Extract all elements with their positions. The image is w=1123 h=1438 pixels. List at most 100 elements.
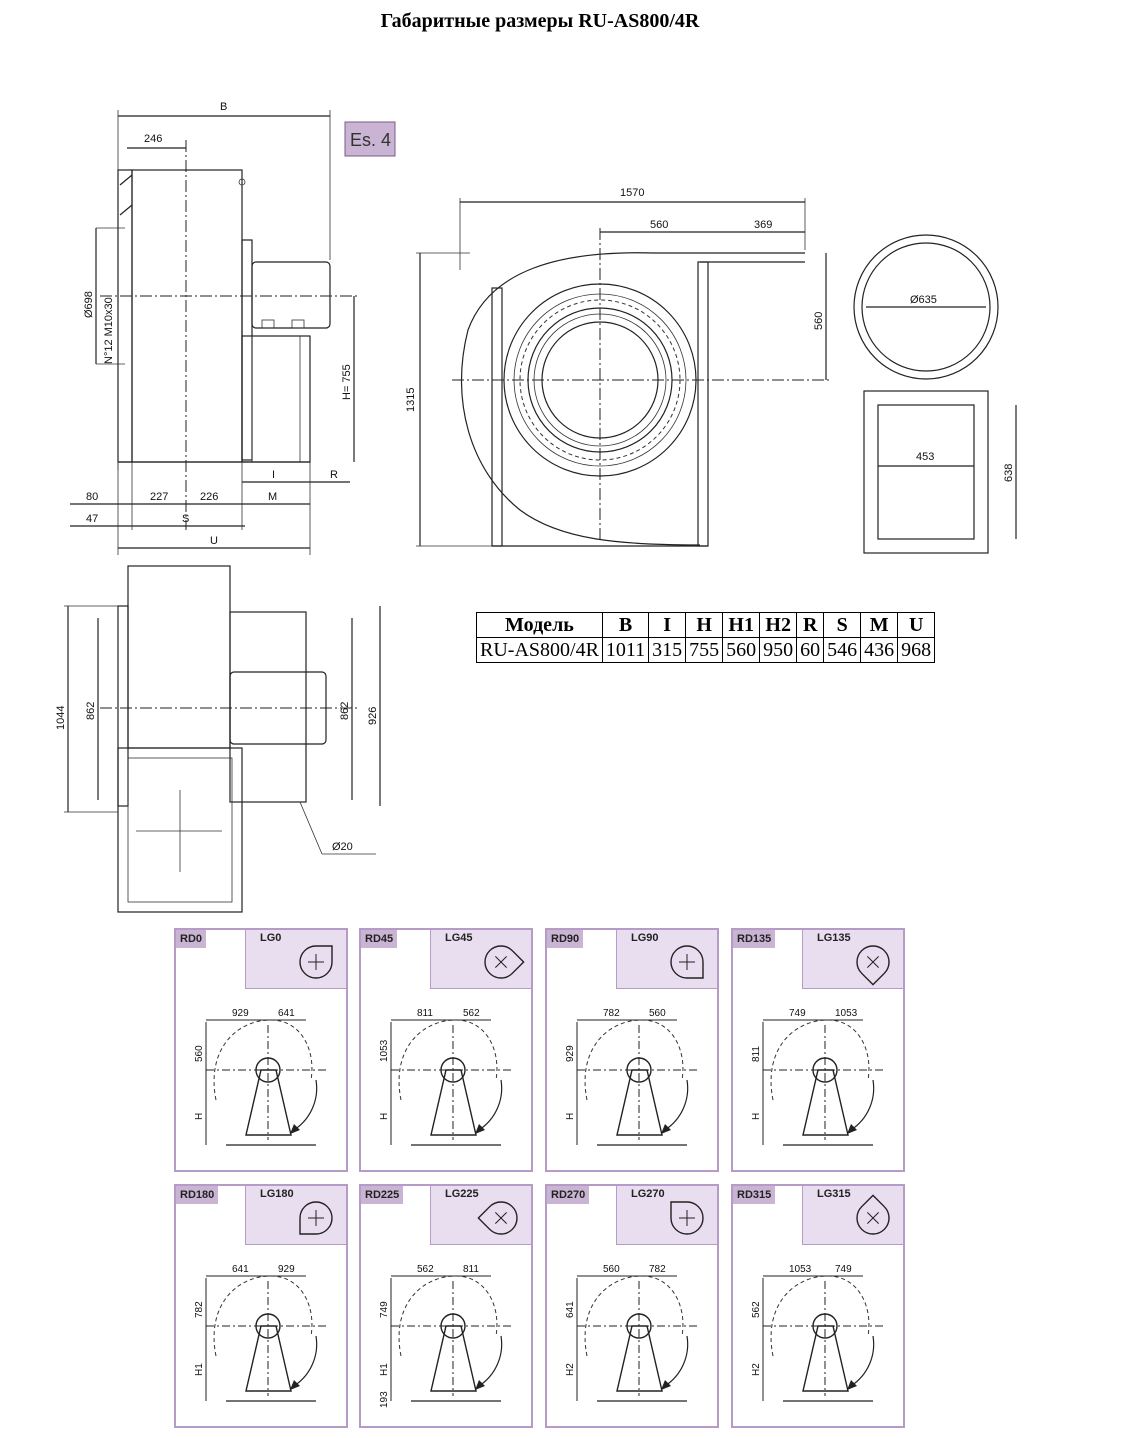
dim-horizontal-b: 929 [278,1264,295,1275]
orientation-lg-label: LG225 [445,1188,479,1200]
rotation-icon [856,945,890,986]
dim-635: Ø635 [910,294,937,306]
dim-vertical-2: H [751,1113,762,1120]
col-u: U [897,612,936,638]
cell-model: RU-AS800/4R [476,637,603,663]
rotation-icon [856,1194,890,1235]
fan-diagram [205,1019,326,1146]
cell-m: 436 [860,637,899,663]
orientation-lg-label: LG135 [817,932,851,944]
col-model: Модель [476,612,603,638]
dim-926: 926 [367,707,379,725]
dim-vertical-1: 811 [751,1046,762,1062]
orientation-lg-box: LG315 [802,1186,903,1245]
rect-flange: 453 638 [863,390,1017,554]
rotation-icon [670,945,704,979]
dim-698: Ø698 [83,291,95,318]
dim-vertical-2: H [194,1113,205,1120]
dim-horizontal-a: 560 [603,1264,620,1275]
dim-horizontal-b: 749 [835,1264,852,1275]
orientation-lg-box: LG90 [616,930,717,989]
orientation-lg-label: LG315 [817,1188,851,1200]
fan-diagram [390,1275,511,1402]
dim-vertical-2: H1 [379,1363,390,1376]
orientation-lg-box: LG135 [802,930,903,989]
orientation-rd-label: RD315 [733,1186,776,1204]
dim-u: U [210,535,218,547]
orientation-lg-box: LG0 [245,930,346,989]
es-label: Es. 4 [350,130,391,150]
fan-diagram [762,1275,883,1402]
dim-vertical-1: 562 [751,1301,762,1318]
dim-246: 246 [144,133,162,145]
col-m: M [860,612,899,638]
dim-horizontal-b: 641 [278,1008,295,1019]
dim-453: 453 [916,451,934,463]
dim-horizontal-a: 929 [232,1008,249,1019]
orientation-rd-label: RD270 [547,1186,590,1204]
dim-b: B [220,101,227,113]
front-view: 1570 560 369 560 1315 [405,187,830,547]
orientation-lg-label: LG180 [260,1188,294,1200]
col-r: R [796,612,825,638]
fan-diagram [390,1019,511,1146]
rotation-icon [299,945,333,979]
col-h: H [685,612,724,638]
dim-369: 369 [754,219,772,231]
dim-horizontal-a: 811 [417,1008,433,1019]
dim-47: 47 [86,513,98,525]
rotation-icon [299,1201,333,1235]
cell-h2: 950 [759,637,798,663]
col-i: I [648,612,687,638]
dim-horizontal-a: 641 [232,1264,249,1275]
dim-20: Ø20 [332,841,353,853]
col-h1: H1 [722,612,761,638]
orientation-rd-label: RD135 [733,930,776,948]
dim-horizontal-b: 782 [649,1264,666,1275]
cell-r: 60 [796,637,825,663]
es-label-box [344,121,396,157]
dim-s: S [182,513,189,525]
orientation-rd-label: RD180 [176,1186,219,1204]
fan-diagram [576,1275,697,1402]
dim-horizontal-a: 749 [789,1008,806,1019]
dim-r: R [330,469,338,481]
dim-m: M [268,491,277,503]
dim-560-right: 560 [813,312,825,330]
dim-vertical-1: 641 [565,1301,576,1318]
orientation-lg-box: LG45 [430,930,531,989]
dim-vertical-1: 1053 [379,1039,390,1062]
technical-drawing: B 246 Ø698 N°12 M10x30 H= 755 I R [55,101,1017,913]
orientation-lg-box: LG270 [616,1186,717,1245]
dim-vertical-1: 782 [194,1301,205,1318]
cell-u: 968 [897,637,936,663]
rotation-icon [670,1201,704,1235]
cell-h: 755 [685,637,724,663]
dim-vertical-1: 560 [194,1045,205,1062]
orientation-lg-label: LG270 [631,1188,665,1200]
dim-vertical-2: H [379,1113,390,1120]
dim-638: 638 [1003,464,1015,482]
dim-horizontal-a: 782 [603,1008,620,1019]
top-view: 1044 862 862 926 Ø20 [55,565,381,913]
dim-vertical-2: H2 [565,1363,576,1376]
page-title: Габаритные размеры RU-AS800/4R [380,10,700,32]
orientation-rd-label: RD45 [361,930,398,948]
dim-vertical-1: 749 [379,1301,390,1318]
dim-227: 227 [150,491,168,503]
dim-vertical-3: 193 [379,1391,390,1408]
